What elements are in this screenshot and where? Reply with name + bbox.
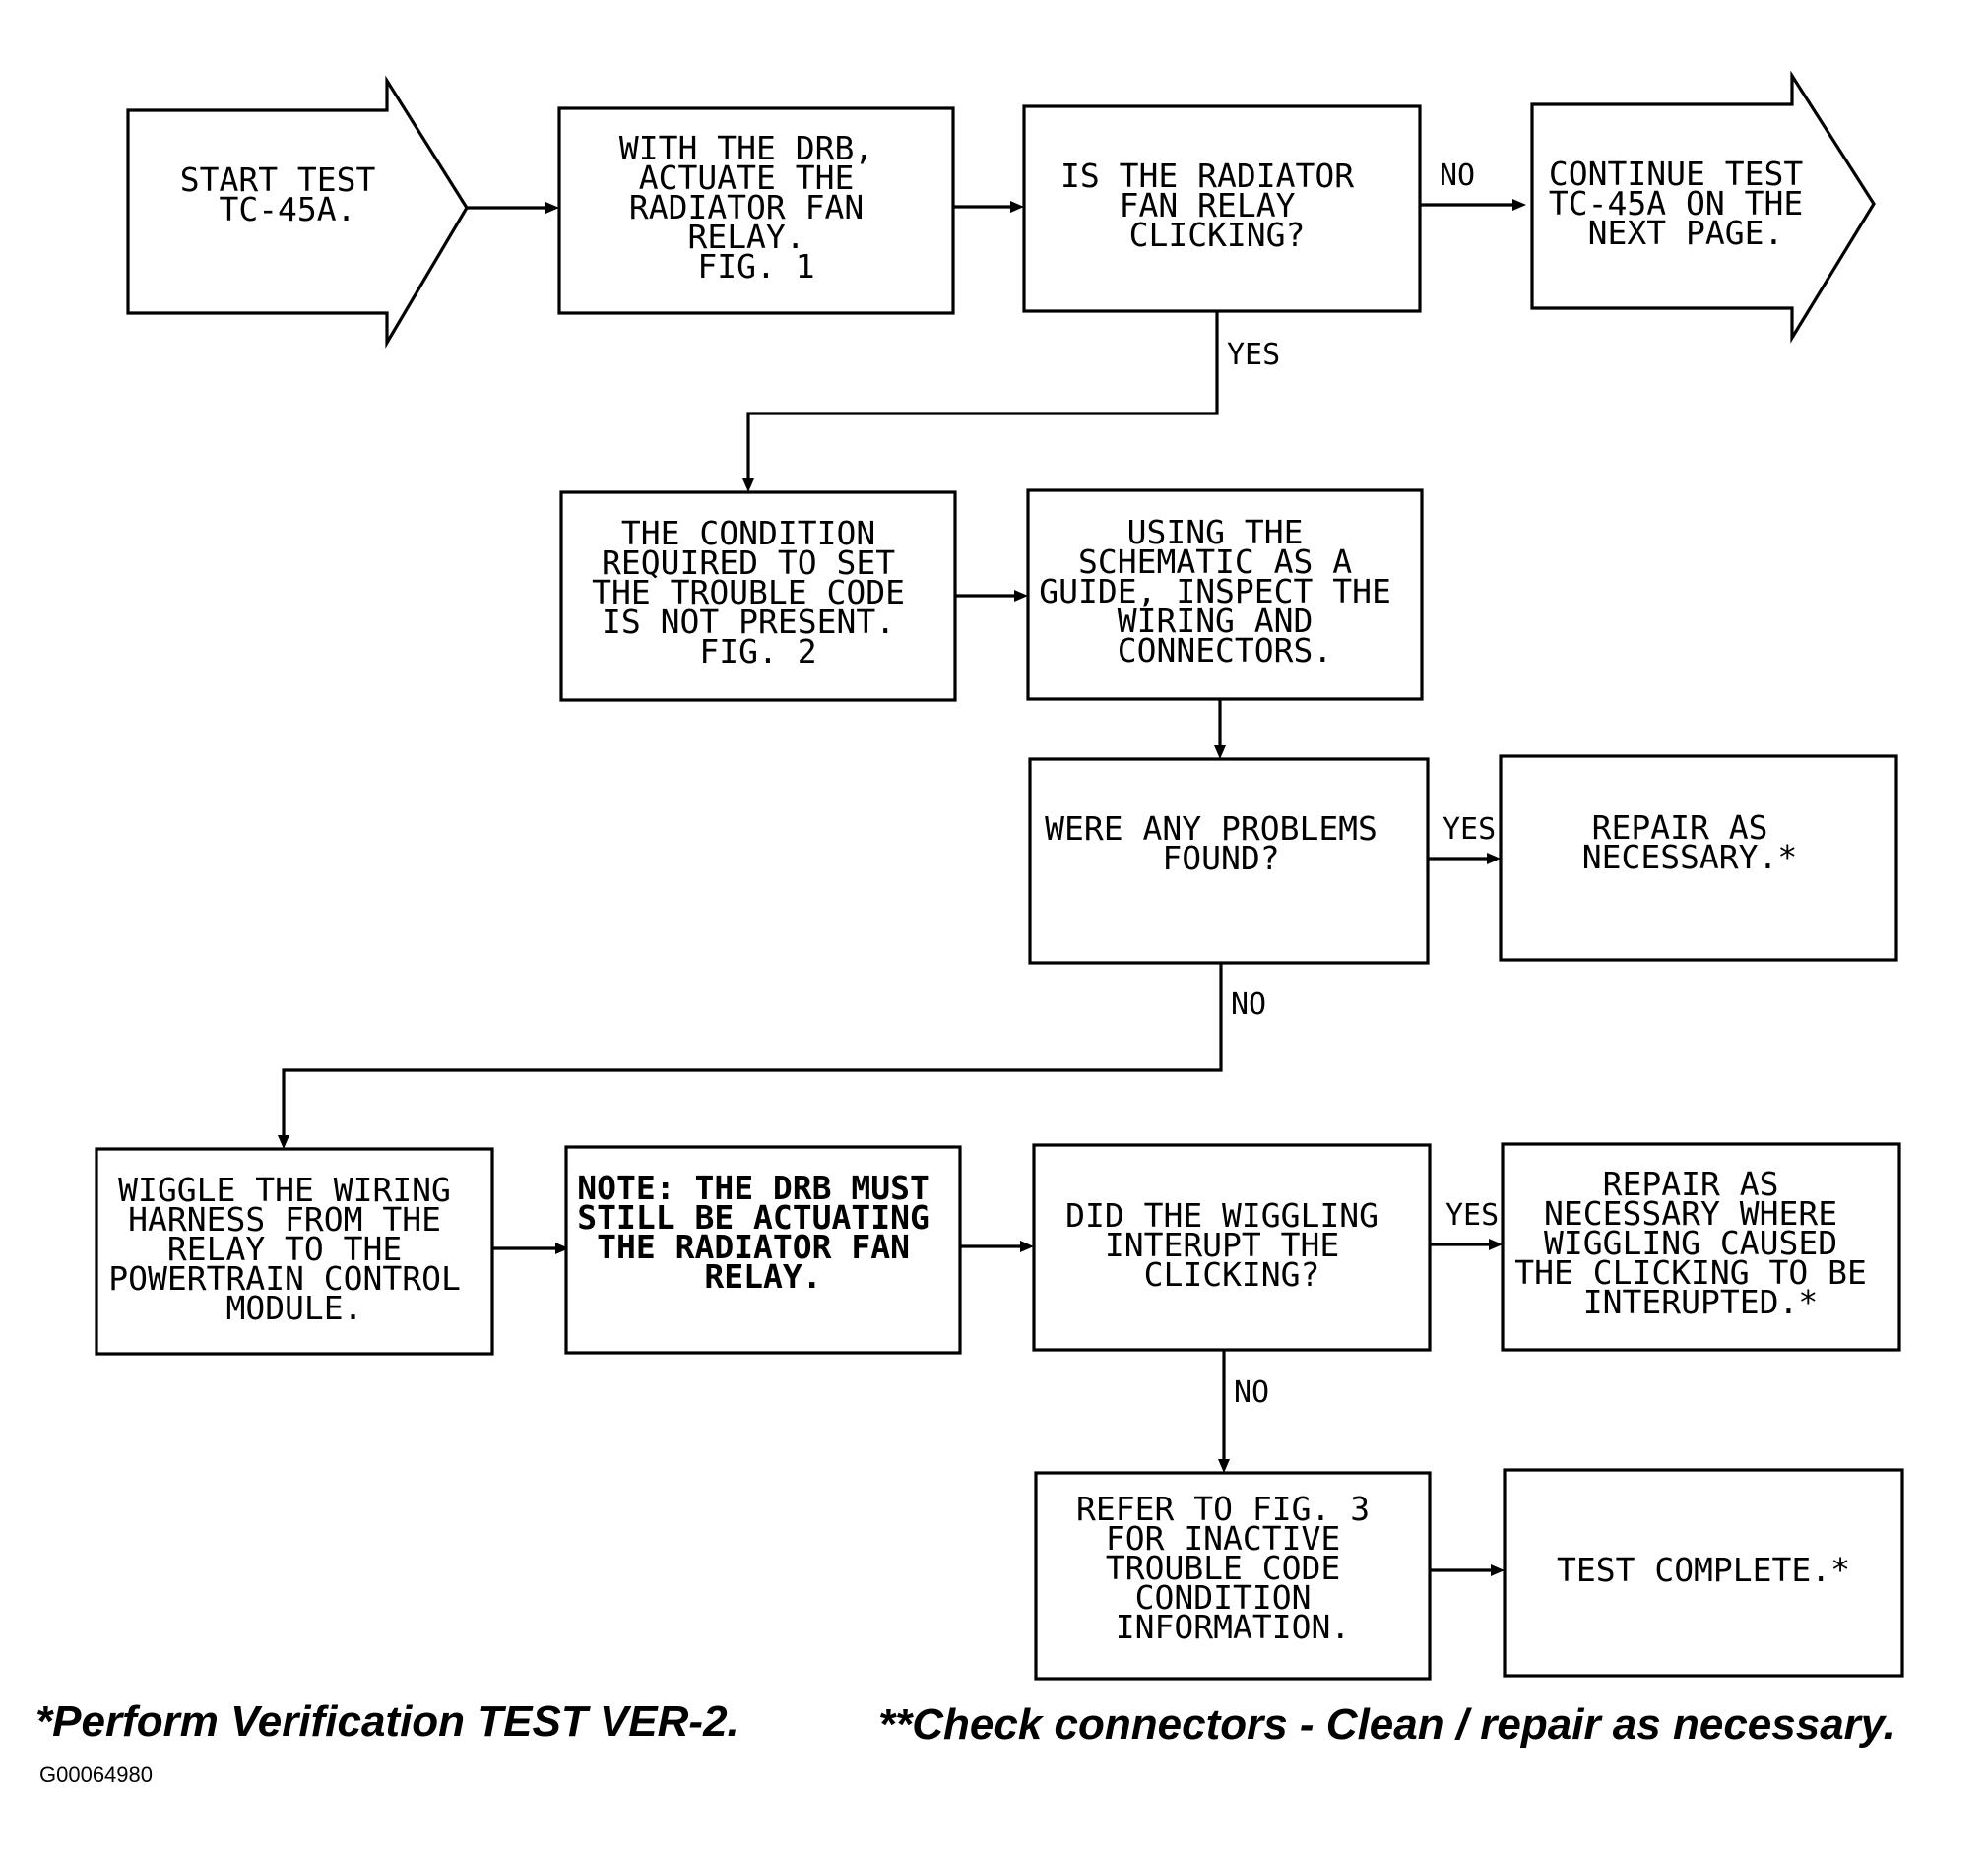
connectors <box>282 203 1518 1572</box>
clicking-question-box <box>1022 104 1422 313</box>
edge-problems-to-wiggle <box>282 963 1223 1142</box>
edge-label-yes: YES <box>1443 812 1496 847</box>
arrowhead <box>1214 745 1226 759</box>
inspect-box <box>1026 488 1424 701</box>
wiggle-text: WIGGLE THE WIRING HARNESS FROM THE RELAY… <box>108 1171 481 1327</box>
arrowhead <box>545 202 559 214</box>
arrowhead <box>1487 853 1501 864</box>
complete-text: TEST COMPLETE.* <box>1557 1551 1850 1589</box>
repair2-text: REPAIR AS NECESSARY WHERE WIGGLING CAUSE… <box>1514 1165 1887 1321</box>
arrowhead <box>1010 201 1024 213</box>
wiggle-question-box <box>1032 1143 1432 1352</box>
edge-label-yes: YES <box>1227 338 1280 372</box>
verification-footnote: *Perform Verification TEST VER-2. <box>35 1697 739 1746</box>
arrowhead <box>555 1243 569 1254</box>
continue-arrow-shape <box>1530 70 1876 344</box>
wiggle-box <box>95 1147 494 1356</box>
start-text: START TEST TC-45A. <box>180 160 396 228</box>
arrowhead <box>1512 199 1526 211</box>
arrowhead <box>1489 1239 1503 1250</box>
edge-label-yes: YES <box>1445 1198 1499 1233</box>
arrowhead <box>742 478 754 492</box>
arrowheads <box>278 199 1526 1576</box>
wiggle-question-text: DID THE WIGGLING INTERUPT THE CLICKING? <box>1065 1196 1398 1294</box>
refer-text: REFER TO FIG. 3 FOR INACTIVE TROUBLE COD… <box>1076 1490 1389 1646</box>
actuate-box <box>557 106 955 315</box>
start-arrow-shape <box>126 75 469 349</box>
repair2-box <box>1501 1142 1901 1352</box>
condition-box <box>559 490 957 702</box>
edge-question-to-condition <box>746 311 1219 482</box>
note-box <box>564 1145 962 1355</box>
arrowhead <box>1218 1459 1230 1473</box>
problems-question-text: WERE ANY PROBLEMS FOUND? <box>1045 809 1397 877</box>
clicking-question-text: IS THE RADIATOR FAN RELAY CLICKING? <box>1060 157 1374 254</box>
repair1-text: REPAIR AS NECESSARY.* <box>1582 808 1798 876</box>
arrowhead <box>1020 1241 1034 1252</box>
complete-box <box>1503 1468 1904 1678</box>
problems-question-box <box>1028 757 1430 965</box>
refer-box <box>1034 1471 1432 1681</box>
note-text: NOTE: THE DRB MUST STILL BE ACTUATING TH… <box>577 1169 949 1296</box>
arrowhead <box>1491 1564 1505 1576</box>
connectors-footnote: **Check connectors - Clean / repair as n… <box>878 1700 1895 1749</box>
arrowhead <box>278 1135 289 1149</box>
actuate-text: WITH THE DRB, ACTUATE THE RADIATOR FAN R… <box>619 129 893 286</box>
figure-id: G00064980 <box>39 1762 153 1787</box>
edge-label-no: NO <box>1231 988 1266 1022</box>
edge-label-no: NO <box>1234 1375 1269 1410</box>
continue-text: CONTINUE TEST TC-45A ON THE NEXT PAGE. <box>1549 155 1823 252</box>
inspect-text: USING THE SCHEMATIC AS A GUIDE, INSPECT … <box>1039 513 1411 669</box>
edge-label-no: NO <box>1440 159 1475 193</box>
repair1-box <box>1499 754 1898 962</box>
condition-text: THE CONDITION REQUIRED TO SET THE TROUBL… <box>592 514 925 670</box>
arrowhead <box>1014 590 1028 602</box>
